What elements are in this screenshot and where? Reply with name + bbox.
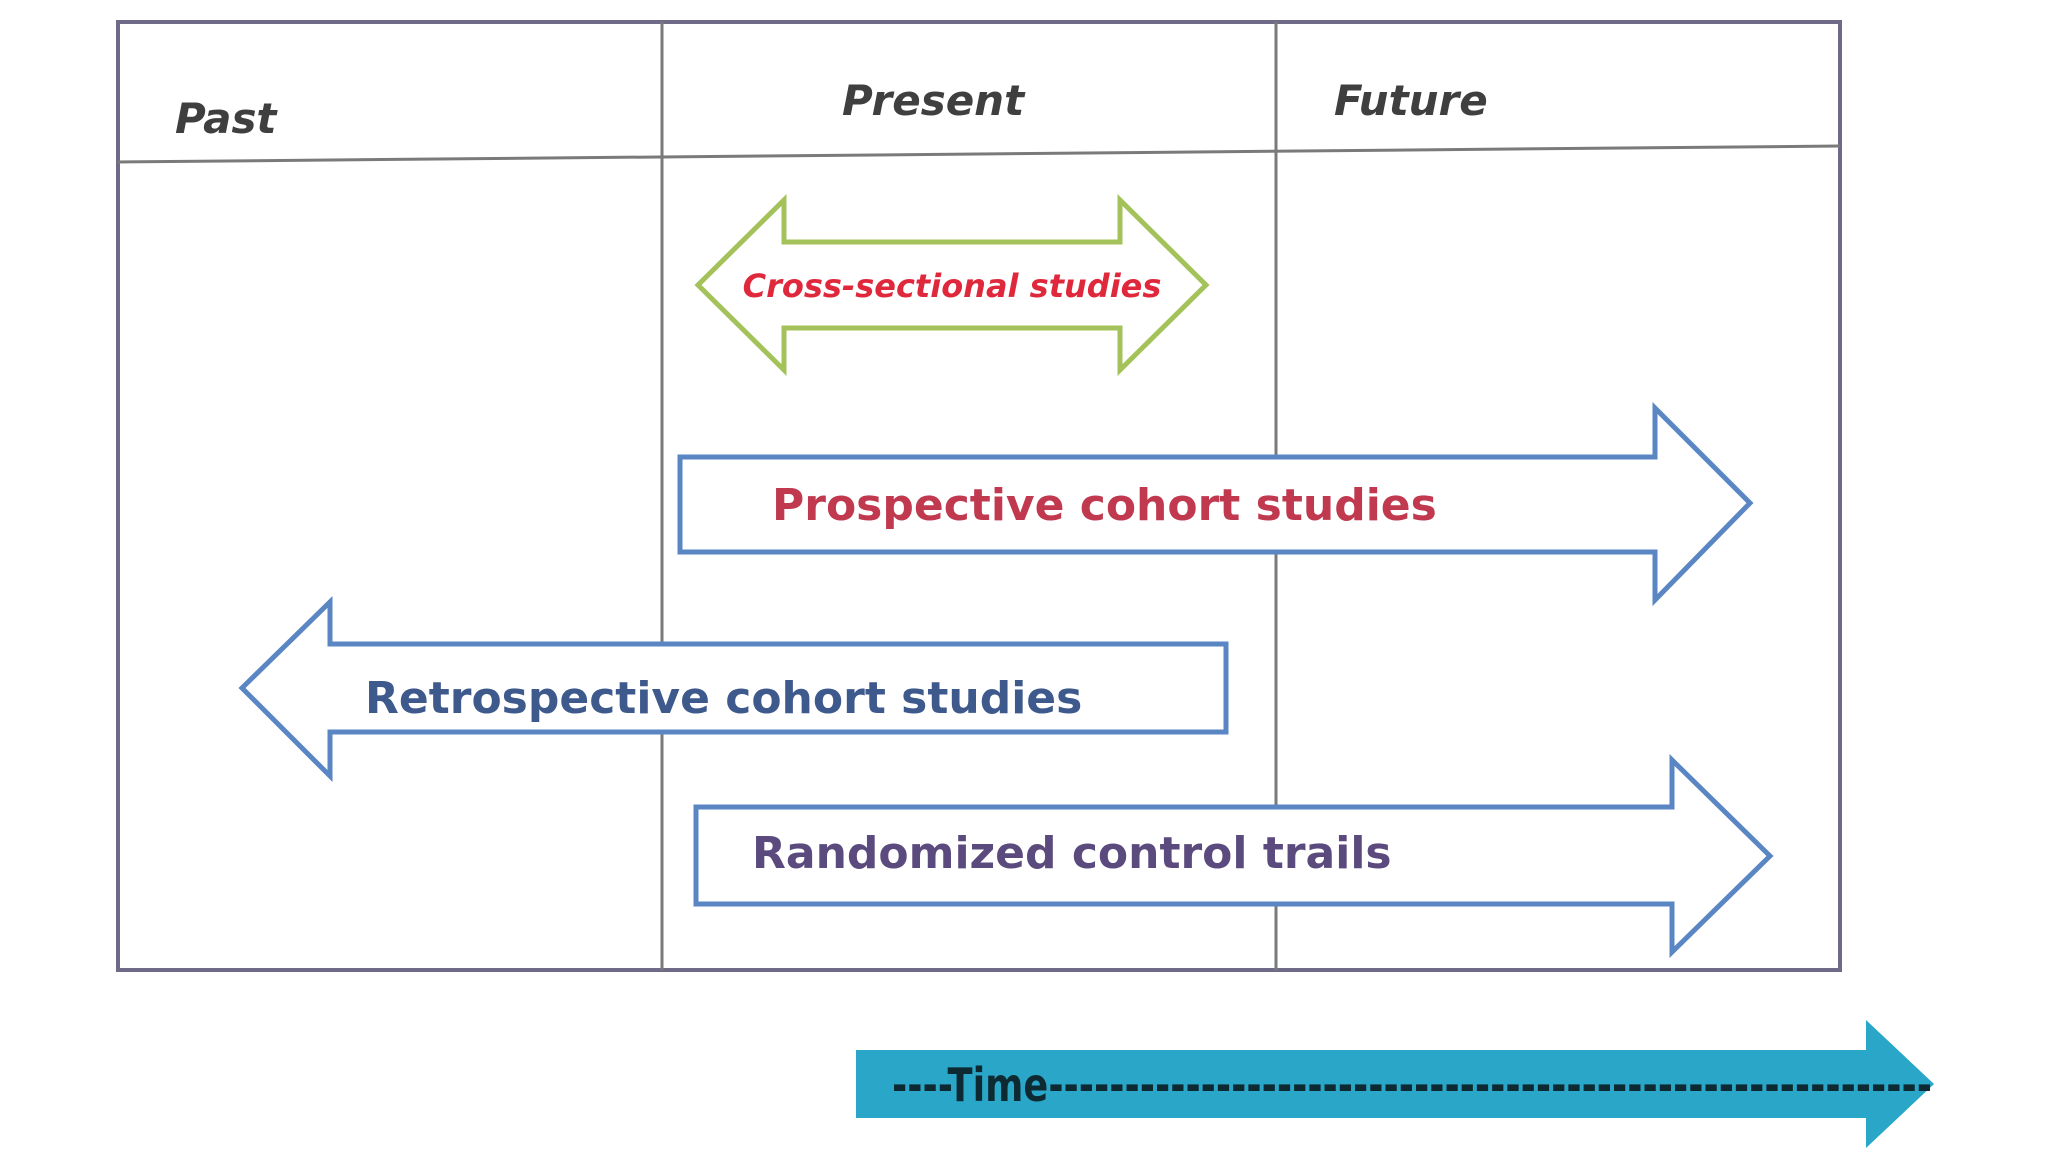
header-past: Past [175,94,278,143]
double-arrow-shape [694,194,1210,376]
cross-sectional-arrow: Cross-sectional studies [694,194,1210,376]
retrospective-label: Retrospective cohort studies [365,673,1082,724]
prospective-arrow: Prospective cohort studies [677,401,1754,607]
retrospective-arrow: Retrospective cohort studies [238,596,1229,783]
prospective-label: Prospective cohort studies [772,480,1437,531]
rct-label: Randomized control trails [752,828,1392,879]
time-arrow-shape [856,1020,1934,1148]
right-arrow-shape [677,401,1754,607]
cross-sectional-label: Cross-sectional studies [743,267,1162,305]
right-arrow-shape [693,754,1774,958]
header-separator [117,144,1841,164]
header-future: Future [1334,76,1488,125]
rct-arrow: Randomized control trails [693,754,1774,958]
left-arrow-shape [238,596,1229,783]
header-present: Present [842,76,1026,125]
time-label: ----Time--------------------------------… [892,1058,1932,1112]
time-arrow: ----Time--------------------------------… [856,1020,1934,1148]
